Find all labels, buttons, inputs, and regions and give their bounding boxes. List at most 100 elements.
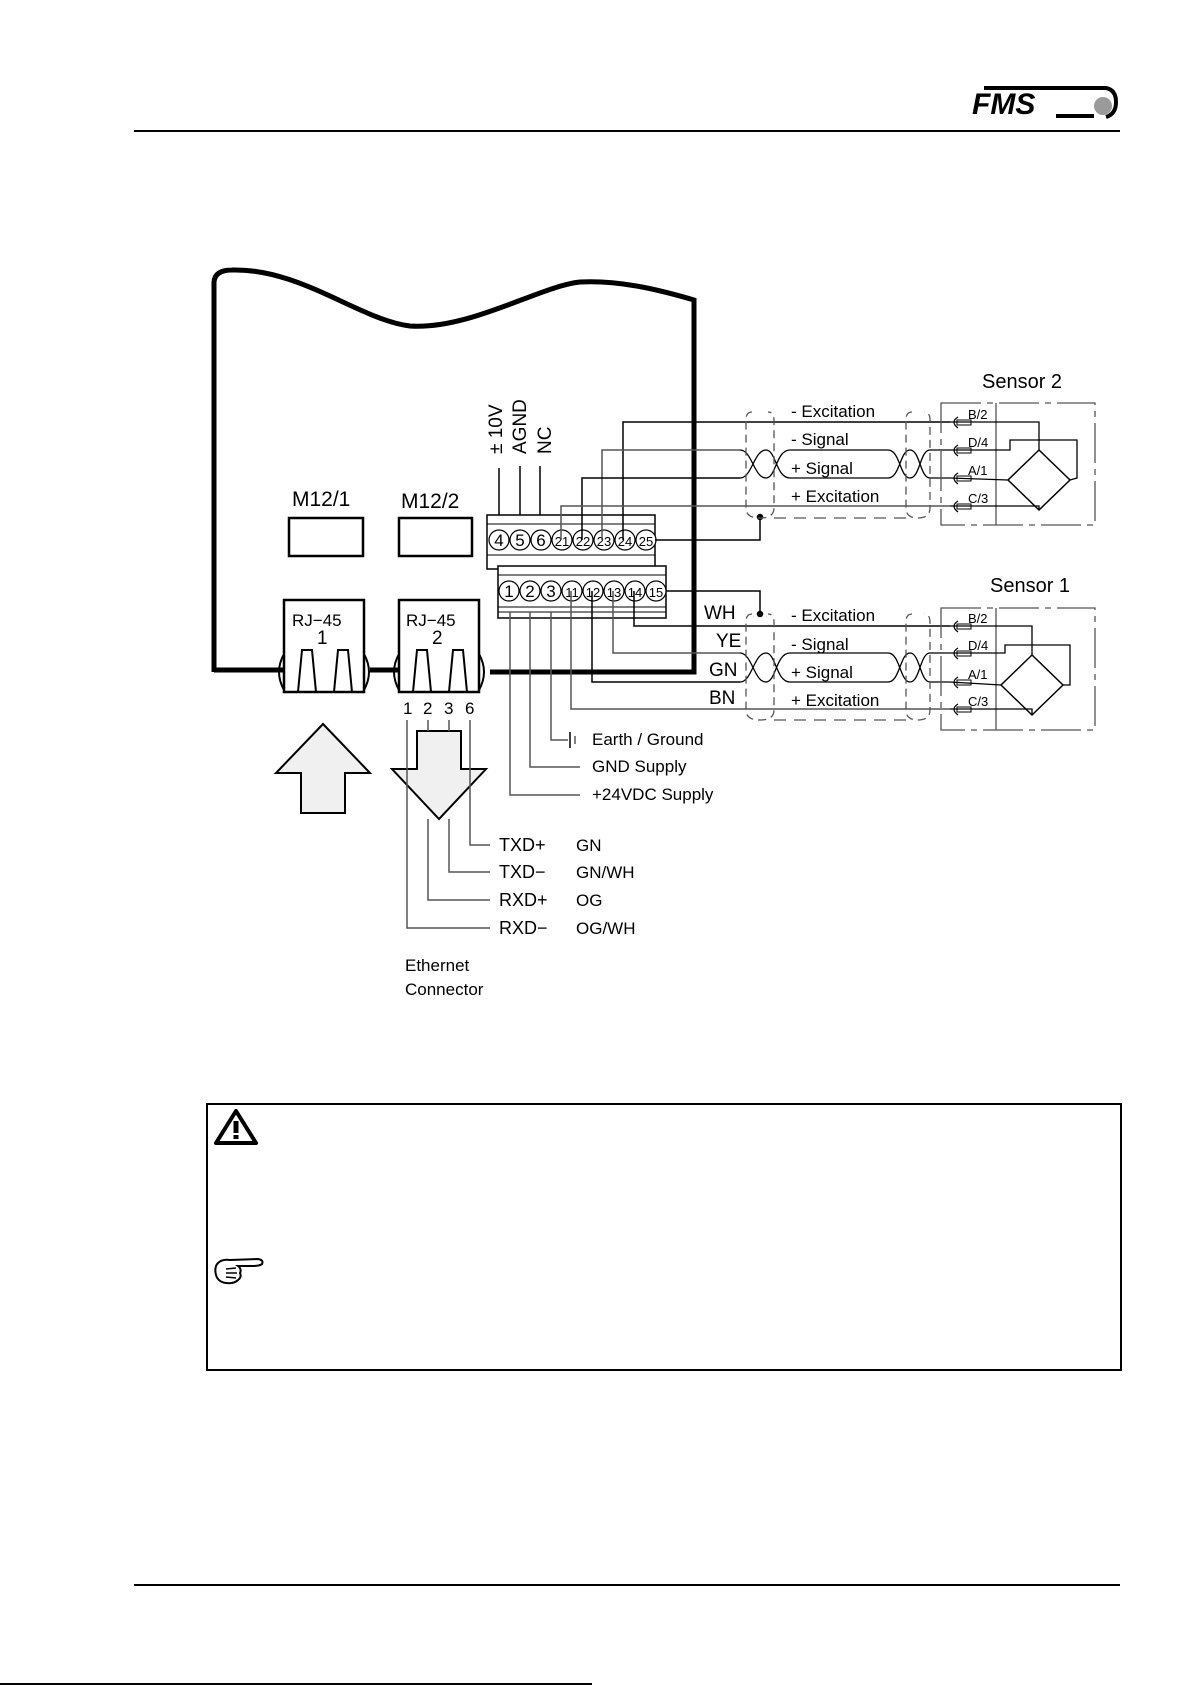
ethernet-caption-line2: Connector	[405, 980, 484, 999]
lower-terminal-label-11: 11	[565, 585, 579, 600]
logo-underline	[1056, 114, 1094, 118]
wire-color-gn: GN	[709, 660, 738, 681]
eth-pin-2: 2	[423, 699, 432, 718]
eth-color-og-wh: OG/WH	[576, 919, 636, 938]
upper-terminal-22	[572, 529, 594, 551]
note-box	[206, 1103, 1122, 1371]
sensor1-pin-label: B/2	[968, 611, 988, 626]
sensor2-bridge-icon	[1006, 448, 1072, 512]
upper-terminal-label-4: 4	[494, 531, 503, 550]
upper-terminal-label-6: 6	[536, 531, 545, 550]
wire-color-wh: WH	[704, 603, 736, 624]
sensor2-title: Sensor 2	[982, 371, 1062, 393]
sensor1-pin-label: A/1	[968, 667, 988, 682]
terminal-label-nc: NC	[535, 427, 556, 454]
upper-terminal-24	[614, 529, 636, 551]
ethernet-wiring	[406, 720, 490, 929]
sensor1-pin-label: C/3	[968, 694, 988, 709]
m12-2-label: M12/2	[401, 490, 459, 513]
supply-label-earth: Earth / Ground	[592, 730, 704, 749]
eth-signal-rxd-plus: RXD+	[499, 890, 548, 910]
arrow-up-icon	[273, 722, 373, 814]
sensor1-bridge-icon	[999, 653, 1065, 717]
lower-terminal-label-1: 1	[504, 582, 513, 601]
upper-terminal-label-24: 24	[618, 534, 632, 549]
sensor1-title: Sensor 1	[990, 575, 1070, 597]
rj45-1-type: RJ−45	[292, 611, 342, 630]
eth-color-og: OG	[576, 891, 602, 910]
lower-terminal-label-15: 15	[649, 585, 663, 600]
sensor1-wire-label-2: + Signal	[791, 663, 853, 682]
logo-swoosh	[984, 86, 1118, 119]
sensor2-wiring	[560, 421, 950, 541]
m12-1-connector	[287, 516, 365, 558]
lower-terminal-13	[603, 580, 625, 602]
sensor2-cable	[739, 411, 950, 519]
lower-terminal-label-13: 13	[607, 585, 621, 600]
logo-dot	[1094, 97, 1112, 115]
device-housing	[211, 267, 697, 675]
sensor2-wire-label-0: - Excitation	[791, 402, 875, 421]
lower-terminal-3	[540, 580, 562, 602]
eth-signal-rxd-minus: RXD−	[499, 918, 548, 938]
wire-color-bn: BN	[709, 688, 735, 709]
lower-terminal-2	[519, 580, 541, 602]
eth-color-gn-wh: GN/WH	[576, 863, 635, 882]
sensor1-pin-label: D/4	[968, 638, 988, 653]
upper-terminal-6	[530, 529, 552, 551]
rj45-2-number: 2	[432, 628, 443, 649]
supply-wiring	[509, 612, 580, 796]
pointing-hand-icon	[214, 1257, 264, 1285]
sensor1: Sensor 1 B/2D/4A/1C/3	[940, 575, 1096, 731]
rj45-1-number: 1	[317, 628, 328, 649]
arrow-down-icon	[389, 730, 489, 821]
terminal-label-agnd: AGND	[510, 399, 531, 454]
wire-color-ye: YE	[716, 631, 741, 652]
footer-rule	[134, 1584, 1120, 1586]
terminal-label-10v: ± 10V	[486, 404, 507, 454]
eth-pin-3: 3	[444, 699, 453, 718]
upper-terminal-4	[488, 529, 510, 551]
lower-terminal-11	[561, 580, 583, 602]
supply-label-gnd: GND Supply	[592, 757, 687, 776]
rj45-port-2: RJ−45 2	[393, 598, 485, 694]
upper-terminal-label-21: 21	[555, 534, 569, 549]
header-rule	[134, 130, 1120, 132]
supply-label-24vdc: +24VDC Supply	[592, 785, 714, 804]
m12-1-label: M12/1	[292, 488, 350, 511]
upper-terminal-5	[509, 529, 531, 551]
upper-terminal-label-25: 25	[639, 534, 653, 549]
upper-terminal-label-22: 22	[576, 534, 590, 549]
rj45-2-type: RJ−45	[406, 611, 456, 630]
page-bottom-edge	[0, 1683, 592, 1685]
lower-terminal-12	[582, 580, 604, 602]
lower-terminal-label-14: 14	[628, 585, 642, 600]
eth-pin-1: 1	[403, 699, 412, 718]
lower-terminal-label-2: 2	[525, 582, 534, 601]
sensor1-wire-label-0: - Excitation	[791, 606, 875, 625]
m12-2-connector	[397, 516, 474, 558]
sensor2-pin-label: C/3	[968, 491, 988, 506]
sensor1-wire-label-3: + Excitation	[791, 691, 879, 710]
sensor1-wiring	[570, 590, 950, 710]
lower-terminal-1	[498, 580, 520, 602]
logo-text: FMS	[972, 88, 1035, 120]
eth-pin-6: 6	[465, 699, 474, 718]
upper-terminal-label-23: 23	[597, 534, 611, 549]
sensor2: Sensor 2 B/2D/4A/1C/3	[940, 371, 1096, 526]
sensor2-pin-label: B/2	[968, 407, 988, 422]
upper-terminal-label-5: 5	[515, 531, 524, 550]
rj45-port-1: RJ−45 1	[278, 598, 370, 694]
upper-terminal-21	[551, 529, 573, 551]
sensor2-wire-label-1: - Signal	[791, 430, 849, 449]
ethernet-caption-line1: Ethernet	[405, 956, 470, 975]
sensor1-wire-label-1: - Signal	[791, 635, 849, 654]
sensor2-wire-label-2: + Signal	[791, 459, 853, 478]
eth-signal-txd-minus: TXD−	[499, 862, 546, 882]
lower-terminal-14	[624, 580, 646, 602]
sensor2-pin-label: A/1	[968, 463, 988, 478]
eth-signal-txd-plus: TXD+	[499, 835, 546, 855]
